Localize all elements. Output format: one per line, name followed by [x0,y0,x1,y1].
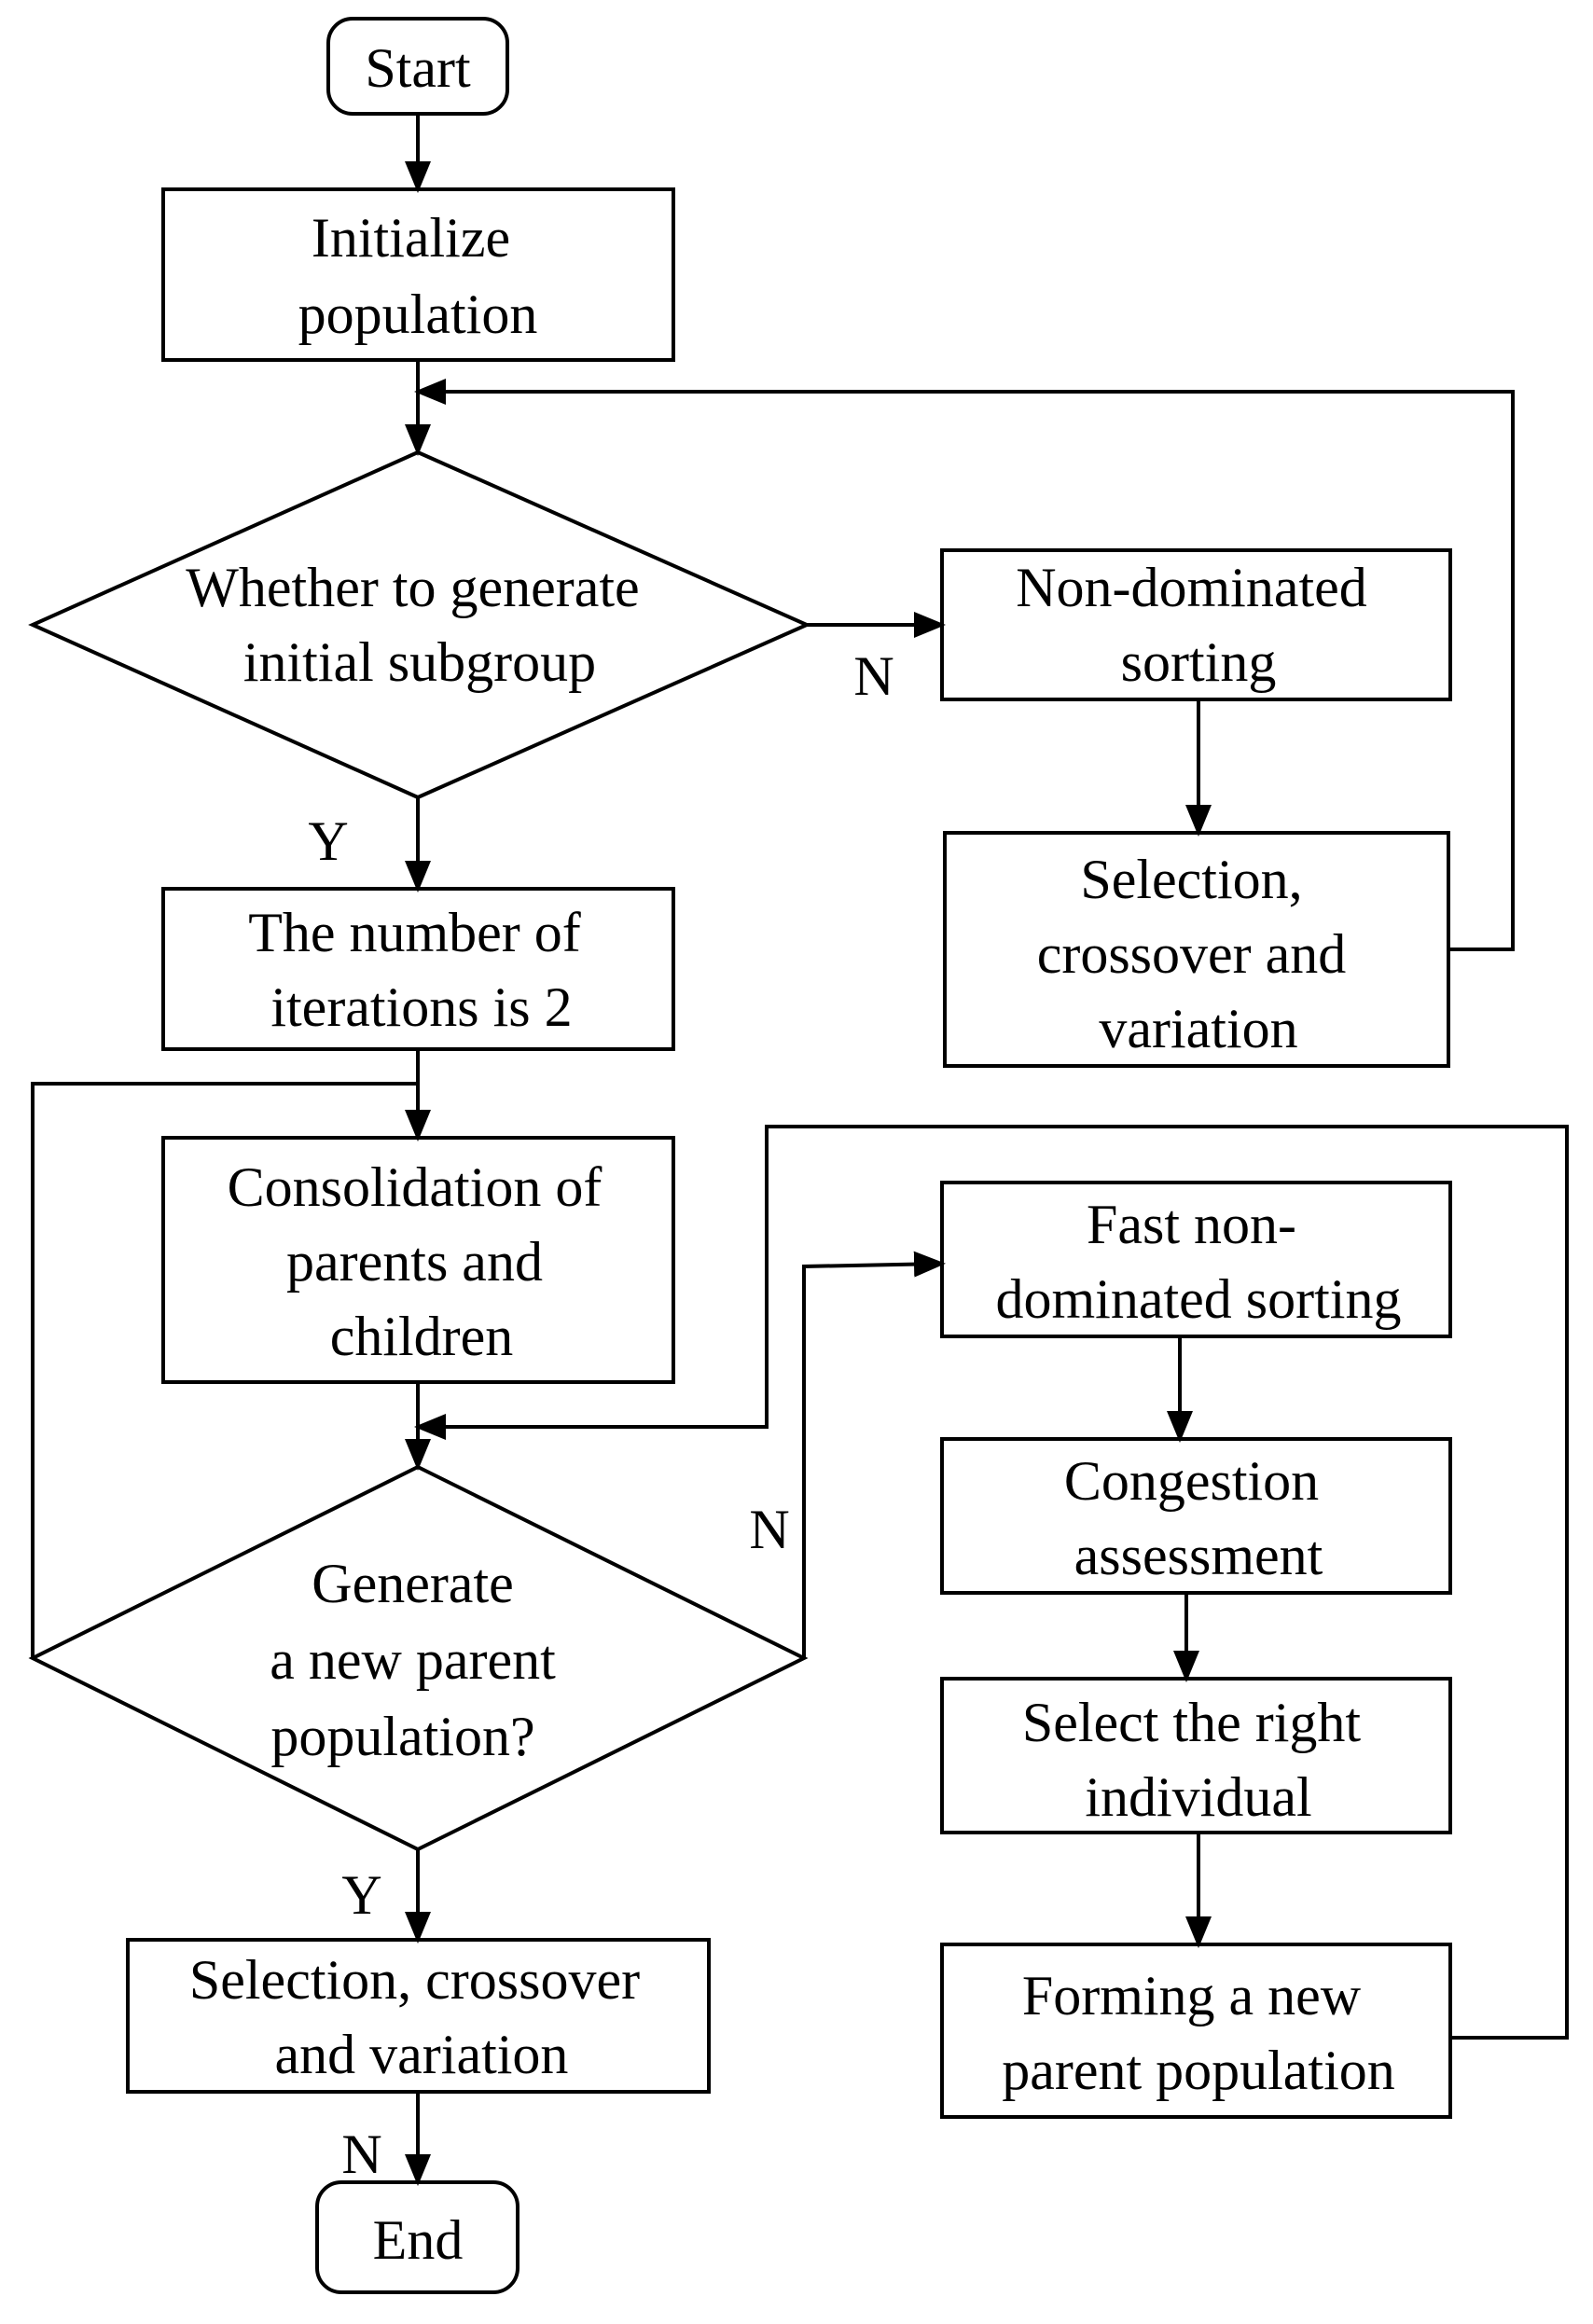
select-right-individual-label: Select the right individual [1022,1692,1375,1828]
fast-non-dominated-sorting-label: Fast non- dominated sorting [996,1194,1402,1330]
decision2-yes-label: Y [341,1864,381,1926]
decision2-no-label: N [749,1499,789,1560]
initialize-population-box: Initialize population [161,187,675,362]
forming-new-parent-population-box: Forming a new parent population [940,1943,1452,2119]
decision1-yes-label: Y [308,810,348,872]
selection-crossover-variation-box-top: Selection, crossover and variation [943,831,1450,1068]
forming-new-parent-population-label: Forming a new parent population [1002,1965,1395,2101]
edge-left-loop-to-consolidation [31,1082,418,1658]
iterations-label: The number of iterations is 2 [248,902,595,1038]
fast-non-dominated-sorting-box: Fast non- dominated sorting [940,1181,1452,1338]
iterations-box: The number of iterations is 2 [161,887,675,1051]
select-right-individual-box: Select the right individual [940,1677,1452,1834]
generate-subgroup-decision: Whether to generate initial subgroup [28,450,811,800]
decision1-no-label: N [853,645,893,707]
generate-subgroup-question: Whether to generate initial subgroup [186,557,653,693]
congestion-assessment-box: Congestion assessment [940,1437,1452,1595]
consolidation-box: Consolidation of parents and children [161,1136,675,1384]
non-dominated-sorting-label: Non-dominated sorting [1016,557,1381,693]
end-label: End [373,2209,464,2271]
consolidation-label: Consolidation of parents and children [228,1156,616,1367]
selection-crossover-variation-top-label: Selection, crossover and variation [1037,849,1361,1059]
edge-forming-loop-back [414,1125,1569,2040]
initialize-population-label: Initialize population [298,207,538,345]
end-no-label: N [341,2123,381,2185]
end-terminal: End [315,2180,519,2294]
selection-crossover-variation-bottom-label: Selection, crossover and variation [189,1949,654,2085]
edge-selection-loop-back [414,379,1515,951]
start-label: Start [365,37,471,99]
selection-crossover-variation-box-bottom: Selection, crossover and variation [126,1938,711,2094]
congestion-assessment-label: Congestion assessment [1064,1450,1333,1586]
new-parent-population-question: Generate a new parent population? [270,1553,570,1767]
start-terminal: Start [326,17,509,116]
non-dominated-sorting-box: Non-dominated sorting [940,548,1452,701]
new-parent-population-decision: Generate a new parent population? [28,1464,809,1852]
edge-decision2-no-to-fast [802,1251,946,1658]
